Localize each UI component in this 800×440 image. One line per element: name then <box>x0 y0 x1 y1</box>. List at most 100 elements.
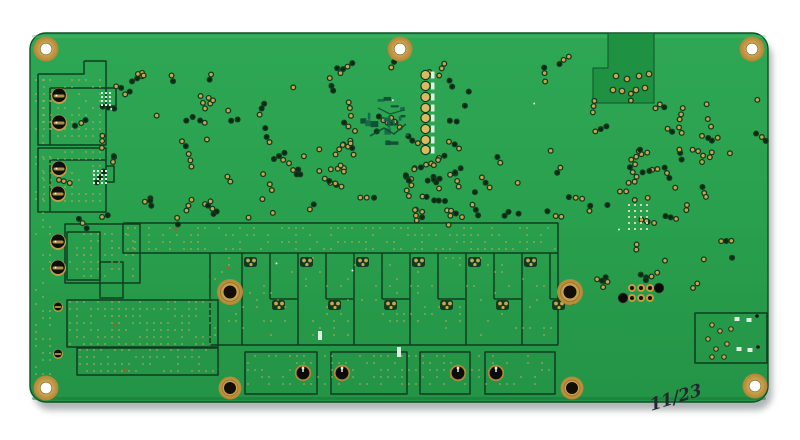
copper-trace <box>66 299 219 348</box>
smd-pad <box>640 222 642 224</box>
smd-pad <box>93 178 95 180</box>
copper-trace <box>122 223 210 254</box>
transistor-footprint <box>440 300 453 310</box>
smd-pad <box>634 210 636 212</box>
through-hole-pad <box>451 366 465 380</box>
drill-hole <box>617 292 629 304</box>
smd-pad <box>628 222 630 224</box>
smd-pad <box>97 182 99 184</box>
smd-pad <box>431 71 435 79</box>
smd-pad <box>431 93 435 101</box>
smd-pad <box>101 182 103 184</box>
smd-pad <box>93 174 95 176</box>
smd-pad <box>736 347 742 351</box>
smd-pad <box>746 318 752 322</box>
through-hole-pad <box>296 366 310 380</box>
specular-glint <box>110 108 113 111</box>
smd-pad <box>734 317 740 321</box>
transistor-footprint <box>384 300 397 310</box>
transistor-footprint <box>356 257 369 267</box>
specular-glint <box>533 102 536 105</box>
smd-pad <box>628 216 630 218</box>
smd-pad <box>628 210 630 212</box>
drill-hole <box>653 282 665 294</box>
smd-pad <box>101 92 103 94</box>
gold-pad <box>421 71 430 79</box>
smd-pad <box>97 170 99 172</box>
smd-pad <box>431 114 435 122</box>
rust-specks <box>113 227 230 372</box>
smd-pad <box>431 136 435 144</box>
board-substrate <box>29 32 769 403</box>
smd-pad <box>101 96 103 98</box>
smd-pad <box>634 216 636 218</box>
transistor-footprint <box>328 300 341 310</box>
smd-pad <box>109 100 111 102</box>
bottom-through-hole-pads <box>294 364 505 382</box>
smd-pad <box>640 216 642 218</box>
copper-trace <box>106 165 115 183</box>
copper-trace <box>84 60 107 74</box>
mounting-holes <box>33 36 768 401</box>
through-hole-pad <box>335 366 349 380</box>
inner-layer-patch <box>360 96 409 146</box>
smd-pad <box>101 174 103 176</box>
smd-pad <box>646 222 648 224</box>
specular-glint <box>618 228 621 231</box>
transistor-footprint <box>524 257 537 267</box>
copper-trace <box>99 261 124 299</box>
copper-trace <box>76 347 219 376</box>
smd-pad <box>634 204 636 206</box>
smd-pad <box>105 174 107 176</box>
through-hole-pad <box>489 366 503 380</box>
thermal-via-grids <box>35 79 556 385</box>
terminal-hole-cluster <box>617 282 665 304</box>
smd-pad <box>105 170 107 172</box>
smd-pad <box>93 182 95 184</box>
copper-trace <box>38 61 85 75</box>
capacitor-pads <box>50 88 67 359</box>
pad-column <box>420 69 435 156</box>
copper-trace <box>123 222 559 253</box>
bottom-right-footprint <box>705 314 760 360</box>
copper-trace <box>419 351 471 395</box>
smd-pad <box>105 178 107 180</box>
via-field <box>55 53 769 306</box>
specular-glint <box>351 269 354 272</box>
board-edge-shade <box>32 397 766 400</box>
copper-trace <box>37 147 107 213</box>
smd-pad <box>97 178 99 180</box>
smd-pad <box>105 104 107 106</box>
copper-trace <box>694 312 768 364</box>
copper-trace <box>244 351 318 395</box>
white-slot-pad <box>318 331 322 340</box>
smd-pad <box>646 204 648 206</box>
smd-pad-grids <box>93 92 648 357</box>
power-cell-region <box>241 253 578 345</box>
smd-pad <box>105 96 107 98</box>
smd-pad <box>101 100 103 102</box>
smd-pad <box>93 170 95 172</box>
smd-pad <box>431 82 435 90</box>
smd-pad <box>628 204 630 206</box>
gold-pad <box>421 136 430 144</box>
smd-pad <box>101 104 103 106</box>
smd-pad <box>431 125 435 133</box>
smd-pad <box>640 228 642 230</box>
smd-pad <box>646 216 648 218</box>
smd-pad <box>640 204 642 206</box>
transistor-footprint <box>272 300 285 310</box>
smd-pad <box>431 146 435 154</box>
screw-terminal-pads <box>217 279 584 400</box>
smd-pad <box>646 228 648 230</box>
copper-trace <box>64 223 141 284</box>
smd-pad <box>105 92 107 94</box>
transistor-footprint <box>468 257 481 267</box>
smd-pad <box>640 210 642 212</box>
white-slot-pad <box>397 347 401 357</box>
smd-pad <box>101 170 103 172</box>
smd-pad <box>105 182 107 184</box>
trace-outlines <box>37 60 768 395</box>
smd-pad <box>109 96 111 98</box>
